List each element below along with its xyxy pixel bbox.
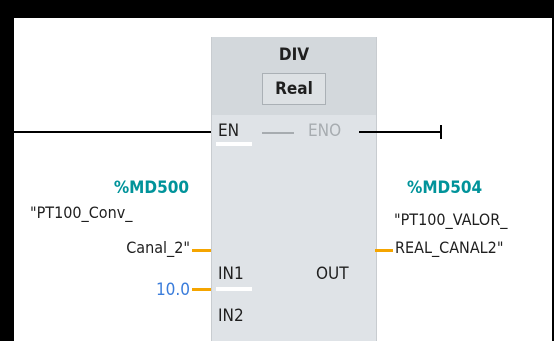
pin-eno-label: ENO xyxy=(308,121,342,141)
in1-tag-line2[interactable]: Canal_2" xyxy=(126,238,190,257)
pin-in1-label: IN1 xyxy=(218,264,244,284)
block-header: DIV Real xyxy=(212,37,376,115)
data-type-selector[interactable]: Real xyxy=(262,73,326,105)
pin-en-label: EN xyxy=(218,121,240,141)
in1-address[interactable]: %MD500 xyxy=(113,178,189,198)
pin-in2-label: IN2 xyxy=(218,306,244,326)
ladder-network: DIV Real EN ENO IN1 OUT IN2 %MD500 "PT10… xyxy=(14,18,552,341)
in2-constant[interactable]: 10.0 xyxy=(155,280,190,300)
pin-separator xyxy=(216,142,252,146)
instruction-name: DIV xyxy=(278,45,310,65)
enable-wire-left xyxy=(14,131,211,133)
pin-separator xyxy=(216,287,252,291)
in2-wire xyxy=(192,288,211,291)
en-eno-connector xyxy=(262,132,294,134)
out-wire xyxy=(375,249,393,252)
out-address[interactable]: %MD504 xyxy=(407,178,483,198)
in1-tag-line1[interactable]: "PT100_Conv_ xyxy=(30,203,133,222)
div-function-block[interactable]: DIV Real EN ENO IN1 OUT IN2 xyxy=(211,37,377,341)
out-tag-line2[interactable]: REAL_CANAL2" xyxy=(395,238,504,257)
pin-out-label: OUT xyxy=(316,264,349,284)
rung-end-marker xyxy=(440,125,442,139)
out-tag-line1[interactable]: "PT100_VALOR_ xyxy=(394,210,508,229)
eno-wire xyxy=(359,131,441,133)
in1-wire xyxy=(192,249,211,252)
